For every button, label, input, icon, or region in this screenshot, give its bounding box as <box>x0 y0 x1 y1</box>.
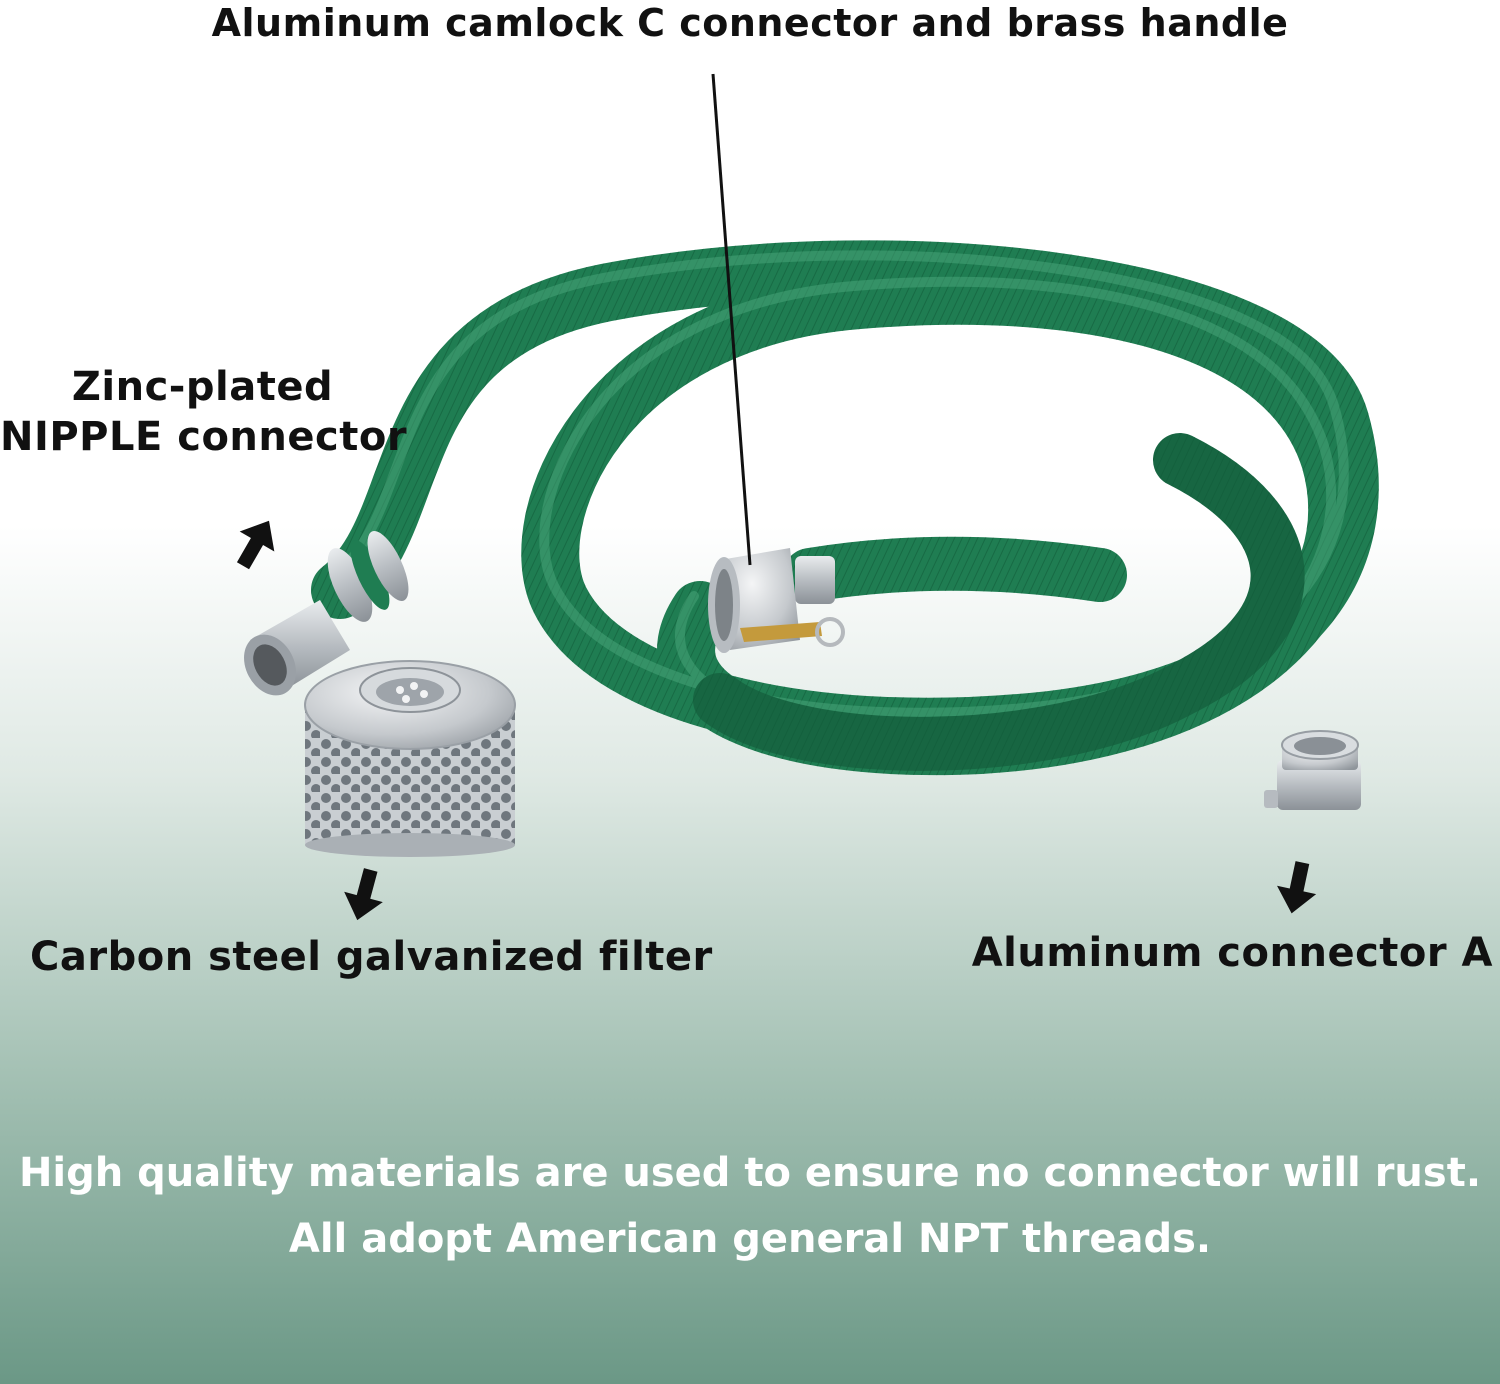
camlock-label: Aluminum camlock C connector and brass h… <box>211 1 1289 45</box>
nipple-connector <box>244 600 350 696</box>
arrow-down-icon <box>1277 861 1317 914</box>
carbon-steel-filter <box>304 660 516 857</box>
arrow-up-icon <box>236 520 275 570</box>
aluminum-connector-a <box>1264 730 1361 810</box>
pull-ring <box>815 617 845 647</box>
brass-handle <box>740 622 822 642</box>
footer-caption: High quality materials are used to ensur… <box>0 1140 1500 1272</box>
camlock-pointer-line <box>711 73 752 566</box>
connector-a-label: Aluminum connector A <box>971 930 1493 976</box>
hose-clamps <box>327 531 409 622</box>
footer-line1: High quality materials are used to ensur… <box>18 1150 1482 1196</box>
camlock-c-connector <box>708 548 845 653</box>
nipple-label: Zinc-plated NIPPLE connector <box>0 362 408 462</box>
green-suction-hose <box>311 240 1379 776</box>
nipple-label-line1: Zinc-plated <box>71 364 334 410</box>
nipple-label-line2: NIPPLE connector <box>0 414 408 460</box>
arrow-down-icon <box>344 868 383 921</box>
filter-label: Carbon steel galvanized filter <box>30 934 713 980</box>
footer-line2: All adopt American general NPT threads. <box>288 1216 1212 1262</box>
